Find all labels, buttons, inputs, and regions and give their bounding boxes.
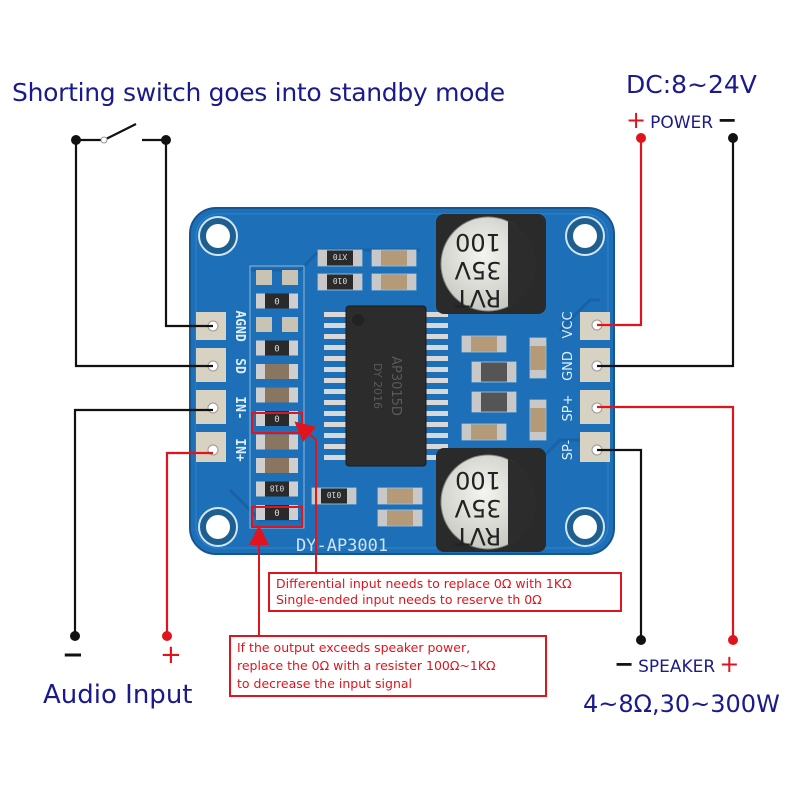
label-gnd: GND bbox=[561, 351, 576, 381]
wires bbox=[73, 123, 735, 636]
resistor-marking: 0 bbox=[274, 509, 279, 519]
switch-lever bbox=[103, 123, 137, 141]
left-pin-labels: AGND SD IN- IN+ bbox=[232, 310, 247, 462]
smd-marking-xt0: XT0 bbox=[333, 252, 348, 261]
board-model: DY-AP3001 bbox=[296, 536, 388, 556]
right-pin-pads bbox=[580, 312, 610, 462]
audio-input-label: Audio Input bbox=[43, 680, 193, 710]
note-differential-input: Differential input needs to replace 0Ω w… bbox=[268, 572, 622, 612]
mounting-hole-bottom-left bbox=[198, 507, 238, 547]
speaker-label-row: −SPEAKER+ bbox=[614, 650, 739, 678]
wire-terminals bbox=[70, 133, 738, 645]
switch-terminal-right bbox=[161, 135, 171, 145]
label-sd: SD bbox=[232, 358, 247, 374]
resistor-marking: 0 bbox=[274, 345, 279, 355]
diagram-title: Shorting switch goes into standby mode bbox=[12, 78, 505, 107]
terminal-speaker-minus bbox=[636, 635, 646, 645]
wire-audio-plus bbox=[165, 451, 213, 632]
amplifier-chip: AP3015D DY 2016 bbox=[324, 305, 448, 467]
smd-marking-018: 018 bbox=[270, 484, 285, 493]
resistor-10: 0 bbox=[256, 505, 298, 520]
power-label: POWER bbox=[650, 113, 714, 133]
resistor-marking: 0 bbox=[274, 415, 279, 425]
pin-in-minus bbox=[207, 402, 219, 414]
note-gain-line-1: If the output exceeds speaker power, bbox=[237, 640, 471, 655]
cap-top-marking-2: 35V bbox=[454, 256, 502, 284]
resistor-8 bbox=[256, 458, 298, 473]
resistor-1: 0 bbox=[256, 293, 298, 309]
resistor-3: 0 bbox=[256, 340, 298, 356]
power-plus-sign: + bbox=[626, 106, 647, 134]
label-sp-minus: SP- bbox=[561, 439, 576, 460]
label-in-minus: IN- bbox=[232, 396, 247, 419]
wire-power-minus bbox=[597, 138, 735, 368]
speaker-spec-label: 4~8Ω,30~300W bbox=[583, 690, 780, 718]
chip-marking-1: AP3015D bbox=[388, 356, 403, 416]
highlight-gain-resistor bbox=[251, 506, 303, 528]
smd-marking-010-top: 010 bbox=[333, 276, 348, 285]
power-minus-sign: − bbox=[717, 106, 738, 134]
wire-power-plus bbox=[597, 138, 643, 327]
cap-top-marking-3: 100 bbox=[455, 228, 501, 256]
right-smd-components: 010 bbox=[311, 335, 547, 527]
audio-plus-sign: + bbox=[160, 640, 182, 670]
resistor-7 bbox=[256, 434, 298, 450]
label-in-plus: IN+ bbox=[232, 438, 247, 462]
speaker-plus-sign: + bbox=[719, 650, 740, 678]
note-gain-line-3: to decrease the input signal bbox=[237, 676, 412, 691]
label-vcc: VCC bbox=[561, 311, 576, 338]
capacitor-bottom: RVT 35V 100 bbox=[436, 448, 546, 552]
switch-terminal-left bbox=[71, 135, 81, 145]
chip-marking-2: DY 2016 bbox=[371, 363, 384, 409]
terminal-power-plus bbox=[636, 133, 646, 143]
power-voltage-label: DC:8~24V bbox=[626, 70, 757, 99]
note-gain-resistor: If the output exceeds speaker power, rep… bbox=[229, 635, 547, 697]
right-pin-labels: VCC GND SP+ SP- bbox=[561, 311, 576, 460]
top-smd-components: XT0 010 bbox=[317, 249, 417, 291]
terminal-audio-minus bbox=[70, 631, 80, 641]
resistor-4 bbox=[256, 364, 298, 379]
cap-bottom-marking-2: 35V bbox=[454, 494, 502, 522]
note-gain-line-2: replace the 0Ω with a resister 100Ω~1KΩ bbox=[237, 658, 496, 673]
capacitor-top: RVT 35V 100 bbox=[436, 214, 546, 314]
terminal-power-minus bbox=[728, 133, 738, 143]
label-agnd: AGND bbox=[232, 310, 247, 341]
wire-audio-minus bbox=[73, 408, 213, 632]
wire-switch-right bbox=[164, 140, 213, 328]
power-label-row: +POWER− bbox=[626, 106, 737, 134]
resistor-9: 018 bbox=[256, 481, 298, 497]
wire-speaker-minus bbox=[597, 448, 643, 636]
mounting-hole-top-right bbox=[565, 216, 605, 256]
callout-arrow-differential bbox=[294, 421, 317, 572]
resistor-5 bbox=[256, 387, 298, 403]
audio-minus-sign: − bbox=[62, 640, 84, 670]
mounting-holes bbox=[198, 216, 605, 547]
mounting-hole-bottom-right bbox=[565, 507, 605, 547]
mounting-hole-top-left bbox=[198, 216, 238, 256]
resistor-6: 0 bbox=[256, 411, 298, 426]
terminal-audio-plus bbox=[162, 631, 172, 641]
wire-switch-left bbox=[74, 140, 213, 368]
terminal-speaker-plus bbox=[728, 635, 738, 645]
smd-marking-010-bottom: 010 bbox=[327, 490, 342, 499]
cap-bottom-marking-1: RVT bbox=[454, 522, 501, 550]
resistor-column: 0 0 0 018 0 bbox=[249, 265, 305, 529]
note-differential-line-1: Differential input needs to replace 0Ω w… bbox=[276, 576, 572, 591]
label-sp-plus: SP+ bbox=[561, 395, 576, 422]
left-pin-pads bbox=[196, 312, 226, 462]
speaker-label: SPEAKER bbox=[638, 657, 716, 677]
switch-contact bbox=[100, 136, 108, 144]
note-differential-line-2: Single-ended input needs to reserve th 0… bbox=[276, 592, 542, 607]
cap-top-marking-1: RVT bbox=[454, 284, 501, 312]
wire-speaker-plus bbox=[597, 405, 735, 636]
cap-bottom-marking-3: 100 bbox=[455, 466, 501, 494]
resistor-marking: 0 bbox=[274, 298, 279, 308]
speaker-minus-sign: − bbox=[614, 650, 635, 678]
